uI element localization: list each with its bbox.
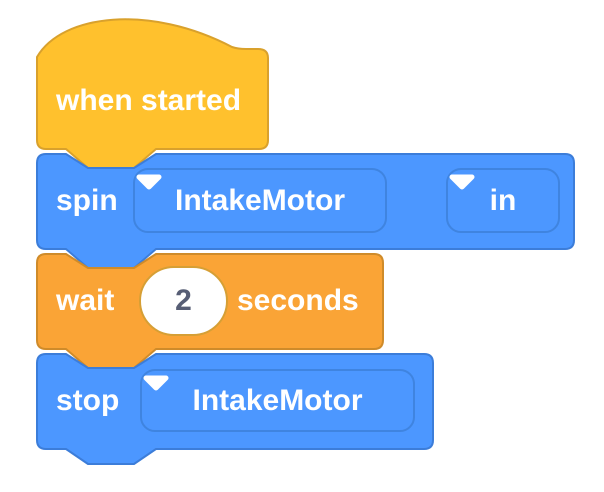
spin-direction-dropdown[interactable]: in [446, 168, 560, 233]
wait-unit-label: seconds [237, 284, 359, 317]
stop-label: stop [56, 384, 120, 417]
spin-block-shape[interactable] [36, 153, 575, 269]
spin-motor-dropdown-value: IntakeMotor [174, 183, 345, 217]
stop-motor-dropdown-value: IntakeMotor [192, 383, 363, 417]
dropdown-arrow-icon [449, 174, 475, 190]
spin-motor-dropdown[interactable]: IntakeMotor [133, 168, 387, 233]
wait-label: wait [56, 284, 115, 317]
stop-motor-dropdown[interactable]: IntakeMotor [140, 369, 415, 432]
stop-block-shape[interactable] [36, 353, 434, 465]
dropdown-arrow-icon [136, 174, 162, 190]
wait-seconds-input[interactable]: 2 [139, 266, 228, 336]
dropdown-arrow-icon [143, 375, 169, 391]
spin-direction-dropdown-value: in [489, 183, 517, 217]
spin-label: spin [56, 184, 118, 217]
when-started-hat-block-shape[interactable] [36, 18, 269, 169]
when-started-label: when started [56, 84, 242, 117]
